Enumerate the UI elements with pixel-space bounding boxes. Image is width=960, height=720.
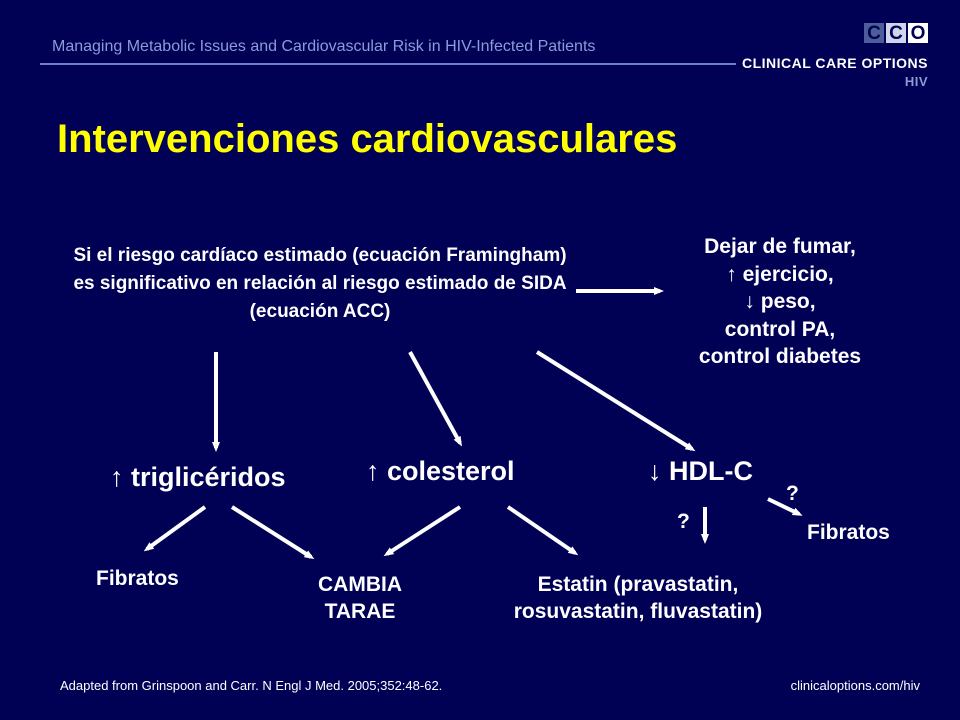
leaf-estatin-line2: rosuvastatin, fluvastatin) [513, 600, 763, 623]
slide-title: Intervenciones cardiovasculares [57, 117, 678, 161]
logo-letter-c2: C [886, 23, 906, 43]
lifestyle-item: control PA, [724, 317, 836, 341]
node-hdl-c: ↓ HDL-C [648, 456, 753, 486]
leaf-estatin-line1: Estatin (pravastatin, [537, 573, 739, 596]
lifestyle-item: Dejar de fumar, [704, 235, 856, 258]
node-colesterol: ↑ colesterol [366, 456, 515, 486]
node-trigliceridos: ↑ triglicéridos [110, 462, 286, 492]
arrow-trig-to-cambia [230, 505, 315, 560]
arrow-col-to-cambia [383, 505, 462, 557]
arrow-col-to-estatin [506, 505, 579, 556]
leaf-cambia-line2: TARAE [324, 600, 396, 623]
leaf-cambia-line1: CAMBIA [318, 573, 402, 596]
question-mark-diag: ? [786, 482, 799, 505]
logo-letter-c1: C [864, 23, 884, 43]
risk-premise-text: Si el riesgo cardíaco estimado (ecuación… [73, 245, 567, 322]
arrow-premise-to-colesterol [408, 351, 462, 447]
lifestyle-item: ↓ peso, [744, 290, 816, 313]
citation: Adapted from Grinspoon and Carr. N Engl … [60, 678, 443, 693]
leaf-cambia-tarae: CAMBIA TARAE [280, 571, 440, 625]
leaf-estatin: Estatin (pravastatin, rosuvastatin, fluv… [468, 571, 808, 625]
logo-letter-o: O [908, 23, 928, 43]
logo-title: CLINICAL CARE OPTIONS [741, 55, 928, 71]
lifestyle-item: control diabetes [698, 345, 862, 368]
header-divider [40, 63, 736, 65]
arrow-trig-to-fibratos [143, 505, 207, 552]
arrow-hdl-diag [767, 497, 803, 516]
footer-url: clinicaloptions.com/hiv [790, 678, 920, 693]
lifestyle-interventions: Dejar de fumar, ↑ ejercicio, ↓ peso, con… [640, 233, 920, 371]
course-title: Managing Metabolic Issues and Cardiovasc… [52, 38, 596, 55]
cco-logo: C C O [864, 23, 928, 43]
leaf-fibratos-left: Fibratos [96, 567, 179, 590]
leaf-fibratos-right: Fibratos [807, 521, 890, 544]
arrow-premise-to-hdl [535, 350, 696, 452]
lifestyle-item: ↑ ejercicio, [726, 262, 834, 286]
logo-subtitle: HIV [904, 74, 928, 89]
question-mark-down: ? [677, 510, 690, 533]
